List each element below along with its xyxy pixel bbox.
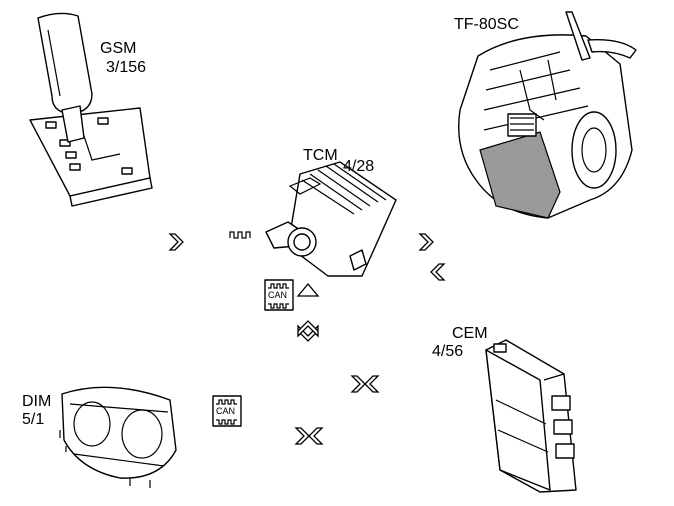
- cem-name-label: CEM: [452, 325, 488, 342]
- dim-ref-label: 5/1: [22, 411, 45, 428]
- tcm-ref-label: 4/28: [343, 158, 375, 175]
- signal-pulse-icon: [229, 231, 251, 239]
- link-tcm-transmission: [385, 200, 478, 251]
- tcm-control-module: [265, 161, 397, 277]
- cem-ref-label: 4/56: [432, 343, 464, 360]
- link-gsm-tcm: [120, 192, 268, 251]
- cem-central-module: [485, 339, 577, 493]
- link-transmission-tcm: [386, 200, 496, 281]
- dim-name-label: DIM: [22, 393, 52, 410]
- gsm-gear-selector: [29, 12, 153, 207]
- tcm-name-label: TCM: [303, 147, 338, 164]
- gsm-ref-label: 3/156: [106, 59, 147, 76]
- dim-instrument-cluster: [59, 386, 177, 488]
- link-tcm-cem: [296, 282, 488, 393]
- gsm-name-label: GSM: [100, 40, 137, 57]
- link-dim-cem: [176, 427, 490, 445]
- can-label-lower: CAN: [216, 406, 236, 416]
- transmission-unit: [458, 11, 637, 219]
- can-label-upper: CAN: [268, 290, 288, 300]
- transmission-name-label: TF-80SC: [454, 16, 519, 33]
